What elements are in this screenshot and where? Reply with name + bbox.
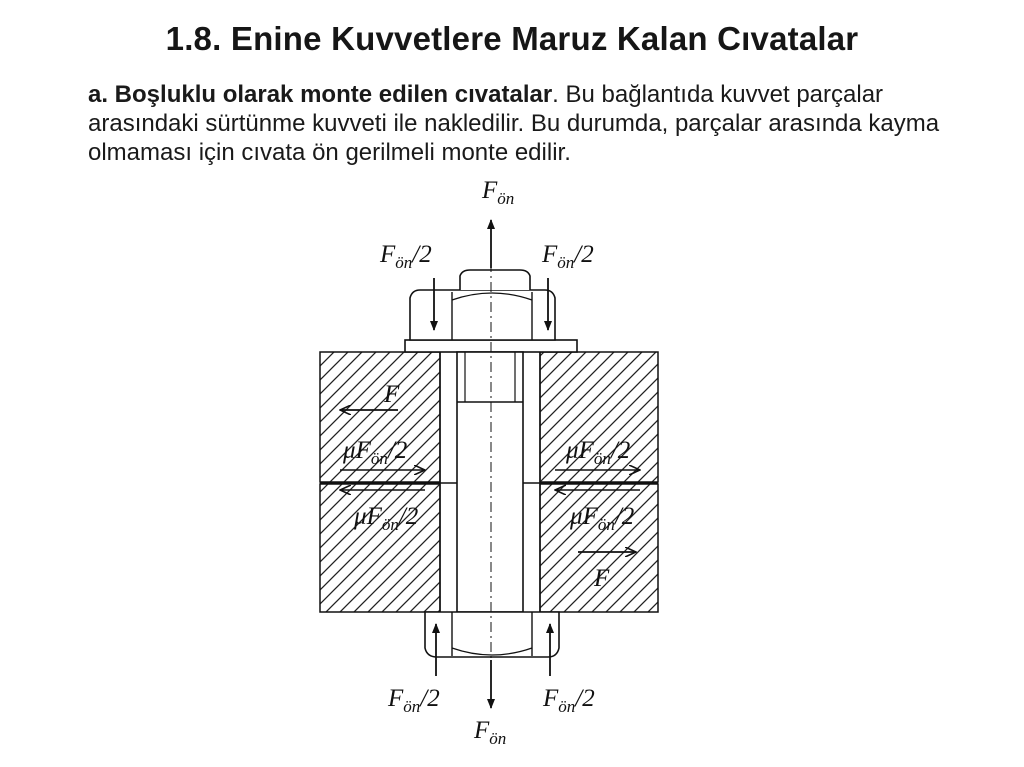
label-preload-bottom: Fön — [473, 717, 506, 748]
lower-plate — [319, 483, 659, 613]
label-preload-top: Fön — [481, 177, 514, 208]
bolt-tip — [459, 269, 531, 290]
slide-title: 1.8. Enine Kuvvetlere Maruz Kalan Cıvata… — [165, 20, 859, 57]
label-half-preload-bottom-left: Fön/2 — [387, 685, 440, 716]
label-half-preload-top-right: Fön/2 — [541, 241, 594, 272]
body-paragraph: a. Boşluklu olarak monte edilen cıvatala… — [88, 80, 968, 167]
label-force-upper: F — [383, 381, 400, 408]
label-friction-upper-right: μFön/2 — [565, 437, 630, 468]
upper-plate — [319, 351, 659, 483]
label-friction-lower-left: μFön/2 — [353, 503, 418, 534]
bolt-shank — [456, 351, 524, 613]
paragraph-rest: . Bu bağlantıda kuvvet parçalar arasında… — [88, 81, 940, 166]
label-force-lower: F — [593, 565, 610, 592]
label-friction-lower-right: μFön/2 — [569, 503, 634, 534]
label-half-preload-bottom-right: Fön/2 — [542, 685, 595, 716]
paragraph-lead: a. Boşluklu olarak monte edilen cıvatala… — [88, 81, 553, 108]
bolt-head — [424, 611, 560, 658]
label-friction-upper-left: μFön/2 — [342, 437, 407, 468]
label-half-preload-top-left: Fön/2 — [379, 241, 432, 272]
nut — [409, 289, 556, 341]
